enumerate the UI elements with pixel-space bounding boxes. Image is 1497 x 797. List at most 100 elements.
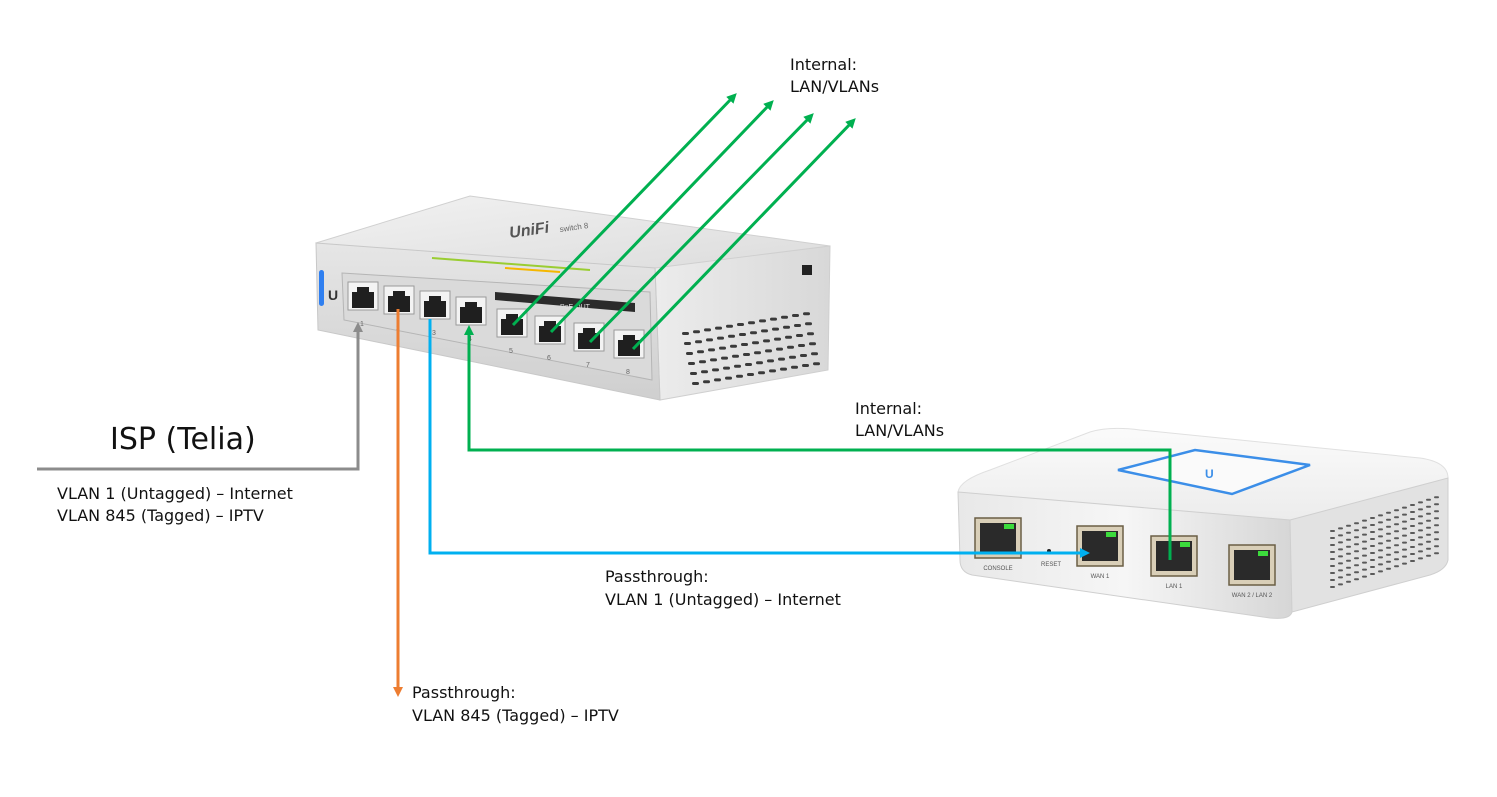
vent-hole bbox=[807, 332, 814, 336]
vent-hole bbox=[1418, 508, 1423, 511]
vent-hole bbox=[1346, 566, 1351, 569]
vent-hole bbox=[1386, 532, 1391, 535]
vent-hole bbox=[1386, 567, 1391, 570]
switch-port-1: 1 bbox=[347, 281, 379, 328]
vent-hole bbox=[769, 369, 776, 373]
vent-hole bbox=[767, 359, 774, 363]
vent-hole bbox=[803, 312, 810, 316]
vent-hole bbox=[1354, 529, 1359, 532]
port-link-led bbox=[1258, 551, 1268, 556]
vent-hole bbox=[1418, 515, 1423, 518]
gateway-vents bbox=[1330, 496, 1439, 588]
vent-hole bbox=[1354, 550, 1359, 553]
vent-hole bbox=[1410, 532, 1415, 534]
vent-hole bbox=[1394, 544, 1399, 547]
vent-hole bbox=[763, 339, 770, 343]
vent-hole bbox=[736, 374, 743, 378]
vent-hole bbox=[750, 331, 757, 335]
vent-hole bbox=[1394, 565, 1399, 568]
switch-port-number: 6 bbox=[547, 355, 551, 362]
vent-hole bbox=[1394, 558, 1399, 561]
vent-hole bbox=[703, 380, 710, 384]
vent-hole bbox=[1346, 552, 1351, 555]
internal-lan-uplink-line bbox=[464, 325, 1172, 560]
vent-hole bbox=[692, 382, 699, 385]
vent-hole bbox=[1378, 549, 1383, 552]
vent-hole bbox=[1346, 538, 1351, 541]
switch-vents bbox=[682, 312, 820, 385]
gateway-front-face bbox=[957, 491, 1293, 619]
vent-hole bbox=[717, 336, 724, 340]
vent-hole bbox=[732, 354, 739, 358]
switch-status-led bbox=[319, 270, 324, 306]
vent-hole bbox=[1378, 528, 1383, 531]
switch-port-7: 7 bbox=[573, 322, 605, 369]
vent-hole bbox=[682, 332, 689, 335]
vent-hole bbox=[1330, 565, 1335, 567]
gateway-port-reset: RESET bbox=[1041, 562, 1061, 568]
vent-hole bbox=[1362, 554, 1367, 557]
switch-lock-slot bbox=[802, 265, 812, 275]
vent-hole bbox=[743, 353, 750, 356]
vent-hole bbox=[752, 341, 759, 345]
vent-hole bbox=[796, 334, 803, 337]
port7-internal-line bbox=[588, 113, 814, 344]
vent-hole bbox=[778, 357, 785, 361]
internal-top-label-line1: Internal: bbox=[790, 55, 858, 74]
vent-hole bbox=[765, 349, 772, 353]
vent-hole bbox=[1370, 524, 1375, 526]
vent-hole bbox=[1362, 533, 1367, 536]
port6-internal-line bbox=[549, 100, 774, 334]
vent-hole bbox=[1386, 546, 1391, 549]
vent-hole bbox=[747, 373, 754, 376]
vent-hole bbox=[791, 365, 798, 369]
vent-hole bbox=[756, 361, 763, 365]
vent-hole bbox=[1378, 535, 1383, 538]
switch-led-strip-amber bbox=[504, 267, 561, 273]
vent-hole bbox=[1362, 526, 1367, 529]
port-link-led bbox=[1106, 532, 1116, 537]
switch-port-number: 5 bbox=[509, 348, 513, 355]
vent-hole bbox=[1426, 498, 1431, 501]
vent-hole bbox=[785, 335, 792, 339]
vent-hole bbox=[1378, 556, 1383, 559]
vent-hole bbox=[1426, 526, 1431, 529]
vent-hole bbox=[1434, 517, 1439, 520]
vent-hole bbox=[802, 364, 809, 367]
vent-hole bbox=[1346, 580, 1351, 583]
gateway-port-wan-2-lan-2: WAN 2 / LAN 2 bbox=[1228, 544, 1276, 599]
vent-hole bbox=[1394, 537, 1399, 540]
vent-hole bbox=[1426, 540, 1431, 543]
vent-hole bbox=[1386, 525, 1391, 528]
vent-hole bbox=[1426, 519, 1431, 522]
vent-hole bbox=[1338, 548, 1343, 551]
vent-hole bbox=[1370, 531, 1375, 533]
vent-hole bbox=[1370, 545, 1375, 547]
vent-hole bbox=[734, 364, 741, 368]
vent-hole bbox=[1426, 512, 1431, 515]
vent-hole bbox=[1410, 504, 1415, 506]
vent-hole bbox=[1402, 520, 1407, 523]
vent-hole bbox=[701, 370, 708, 374]
internal-top-label-line2: LAN/VLANs bbox=[790, 77, 880, 96]
vent-hole bbox=[719, 346, 726, 350]
vent-hole bbox=[787, 345, 794, 349]
vent-hole bbox=[789, 355, 796, 359]
vent-hole bbox=[1346, 545, 1351, 548]
vent-hole bbox=[1402, 527, 1407, 530]
vent-hole bbox=[1410, 511, 1415, 513]
vent-hole bbox=[1354, 536, 1359, 539]
poe-out-bar bbox=[495, 292, 635, 312]
vent-hole bbox=[1434, 552, 1439, 555]
vent-hole bbox=[1434, 531, 1439, 534]
vent-hole bbox=[759, 319, 766, 323]
vent-hole bbox=[800, 354, 807, 357]
vent-hole bbox=[1338, 562, 1343, 565]
vent-hole bbox=[739, 333, 746, 336]
vent-hole bbox=[1410, 539, 1415, 541]
vent-hole bbox=[1370, 559, 1375, 561]
vent-hole bbox=[1394, 509, 1399, 512]
passthrough-internet-label-line1: Passthrough: bbox=[605, 567, 709, 586]
vent-hole bbox=[805, 322, 812, 326]
vent-hole bbox=[1330, 572, 1335, 574]
